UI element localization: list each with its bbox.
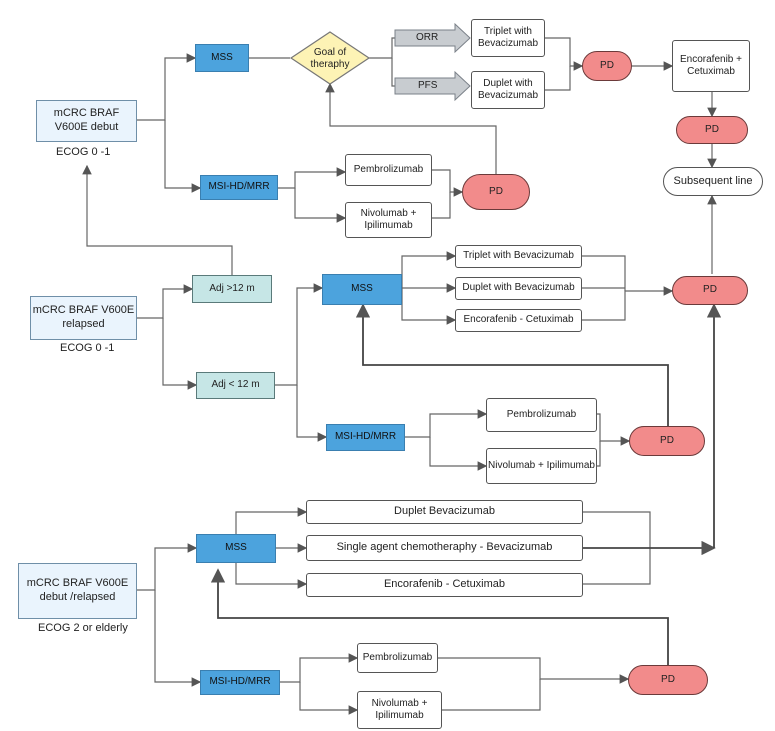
msi-box-relapsed: MSI-HD/MRR — [326, 424, 405, 451]
connector — [432, 192, 451, 219]
adj-lt12-box: Adj < 12 m — [196, 372, 275, 399]
pd-box-immunotherapy-elderly: PD — [628, 665, 708, 695]
mss-box-relapsed: MSS — [322, 274, 402, 305]
nivolumab-box-elderly: Nivolumab + Ipilimumab — [357, 691, 442, 729]
connector — [438, 657, 630, 684]
connector — [154, 590, 202, 687]
pembrolizumab-box-debut: Pembrolizumab — [345, 154, 432, 186]
pembrolizumab-box-elderly: Pembrolizumab — [357, 643, 438, 673]
connector — [401, 288, 457, 325]
ecog-label-elderly: ECOG 2 or elderly — [38, 622, 128, 634]
encorafenib-cetuximab-box: Encorafenib + Cetuximab — [672, 40, 750, 92]
pd-box-immunotherapy-relapsed: PD — [629, 426, 705, 456]
msi-box-elderly: MSI-HD/MRR — [200, 670, 280, 695]
connector — [299, 682, 359, 715]
pfs-block-arrow — [394, 70, 471, 102]
single-agent-box-elderly: Single agent chemotheraphy - Bevacizumab — [306, 535, 583, 561]
connector — [280, 653, 359, 683]
duplet-bev-box-relapsed: Duplet with Bevacizumab — [455, 277, 582, 300]
start-box-relapsed: mCRC BRAF V600E relapsed — [30, 296, 137, 340]
pd-box-immunotherapy-debut: PD — [462, 174, 530, 210]
connector — [583, 551, 651, 585]
connector — [583, 511, 651, 551]
goal-of-therapy-label: Goal of theraphy — [310, 47, 350, 70]
connector — [137, 284, 194, 319]
ecog-label-relapsed: ECOG 0 -1 — [60, 342, 115, 354]
orr-label: ORR — [416, 32, 439, 43]
orr-block-arrow — [394, 22, 471, 54]
pfs-label: PFS — [418, 80, 438, 91]
connector — [429, 437, 488, 471]
encorafenib-cetuximab-box-relapsed: Encorafenib - Cetuximab — [455, 309, 582, 332]
connector — [582, 255, 626, 291]
connector — [210, 568, 669, 665]
connector — [294, 188, 347, 223]
encorafenib-cetuximab-box-elderly: Encorafenib - Cetuximab — [306, 573, 583, 597]
pembrolizumab-box-relapsed: Pembrolizumab — [486, 398, 597, 432]
nivolumab-box-debut: Nivolumab + Ipilimumab — [345, 202, 432, 238]
connector — [582, 286, 674, 321]
mss-box-elderly: MSS — [196, 534, 276, 563]
connector — [82, 164, 233, 275]
connector — [162, 318, 198, 390]
connector — [545, 66, 571, 91]
connector — [355, 303, 669, 426]
mss-box-debut: MSS — [195, 44, 249, 72]
connector — [401, 251, 457, 288]
connector — [325, 82, 497, 174]
connector — [442, 679, 541, 711]
duplet-bev-box-debut: Duplet with Bevacizumab — [471, 71, 545, 109]
connector — [545, 37, 584, 71]
ecog-label-debut: ECOG 0 -1 — [56, 146, 111, 158]
connector — [137, 543, 198, 591]
connector — [278, 167, 347, 189]
start-box-debut: mCRC BRAF V600E debut — [36, 100, 137, 142]
nivolumab-box-relapsed: Nivolumab + Ipilimumab — [486, 448, 597, 484]
pd-box-orr-pfs: PD — [582, 51, 632, 81]
connector — [405, 409, 488, 438]
connector — [164, 120, 202, 193]
msi-box-debut: MSI-HD/MRR — [200, 175, 278, 200]
connector — [391, 58, 395, 87]
triplet-bev-box-relapsed: Triplet with Bevacizumab — [455, 245, 582, 268]
connector — [137, 53, 197, 121]
duplet-bev-box-elderly: Duplet Bevacizumab — [306, 500, 583, 524]
connector — [296, 385, 328, 442]
adj-gt12-box: Adj >12 m — [192, 275, 272, 303]
connector — [432, 169, 464, 197]
connector — [597, 441, 601, 467]
connector — [369, 37, 395, 59]
pd-box-mss-relapsed: PD — [672, 276, 748, 305]
pd-box-after-encorafenib: PD — [676, 116, 748, 144]
connector — [597, 413, 631, 446]
connector — [275, 283, 324, 386]
subsequent-line-box: Subsequent line — [663, 167, 763, 196]
start-box-elderly: mCRC BRAF V600E debut /relapsed — [18, 563, 137, 619]
goal-of-therapy-diamond — [289, 31, 371, 85]
triplet-bev-box-debut: Triplet with Bevacizumab — [471, 19, 545, 57]
